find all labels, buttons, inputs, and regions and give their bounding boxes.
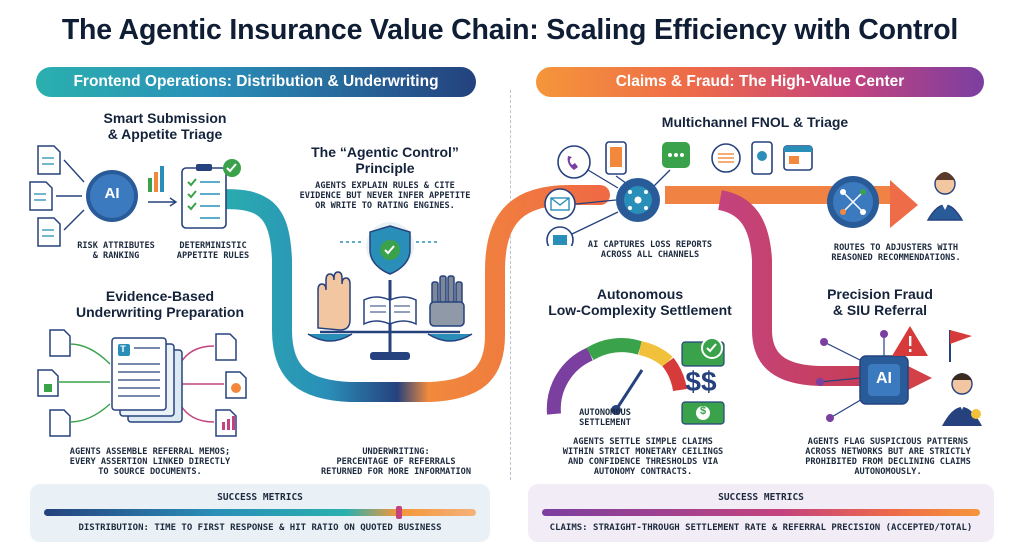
fnol-capture-line2: ACROSS ALL CHANNELS	[600, 250, 700, 260]
money-icon	[681, 337, 725, 425]
mobile-icon	[605, 141, 627, 175]
success-metrics-right-title: SUCCESS METRICS	[718, 492, 804, 503]
deterministic-rules-caption: DETERMINISTIC APPETITE RULES	[168, 241, 258, 261]
smart-submission-heading-line1: Smart Submission	[103, 110, 227, 126]
smart-submission-heading-line2: & Appetite Triage	[107, 126, 223, 142]
checklist-icon	[181, 164, 227, 229]
page-title: The Agentic Insurance Value Chain: Scali…	[61, 14, 959, 46]
ai-chip-icon	[859, 355, 909, 405]
document-icon	[29, 145, 61, 247]
settlement-caption-line1: AGENTS SETTLE SIMPLE CLAIMS	[573, 437, 713, 447]
rules-caption-line2: APPETITE RULES	[176, 251, 250, 261]
fnol-capture-caption: AI CAPTURES LOSS REPORTS ACROSS ALL CHAN…	[575, 240, 725, 260]
fraud-heading: Precision Fraud & SIU Referral	[810, 286, 950, 318]
adjuster-person-icon	[926, 172, 964, 221]
fnol-heading: Multichannel FNOL & Triage	[661, 114, 849, 130]
fnol-illustration	[544, 141, 964, 246]
success-metrics-left-label: DISTRIBUTION: TIME TO FIRST RESPONSE & H…	[78, 523, 442, 533]
settlement-caption-line3: AND CONFIDENCE THRESHOLDS VIA	[567, 457, 719, 467]
underwriting-metric-line2: PERCENTAGE OF REFERRALS	[336, 457, 456, 467]
success-metrics-left-title: SUCCESS METRICS	[217, 492, 303, 503]
agentic-caption-line2: EVIDENCE BUT NEVER INFER APPETITE	[299, 191, 471, 201]
smart-submission-illustration	[29, 145, 241, 247]
evidence-heading-line1: Evidence-Based	[105, 288, 215, 304]
gauge-label-line1: AUTONOMOUS	[579, 408, 631, 418]
agentic-control-illustration	[307, 222, 473, 360]
frontend-operations-banner: Frontend Operations: Distribution & Unde…	[36, 67, 476, 97]
section-divider	[510, 90, 511, 480]
settlement-heading-line1: Autonomous	[596, 286, 684, 302]
ai-badge: AI	[104, 185, 120, 202]
gauge-label-line2: SETTLEMENT	[579, 418, 631, 428]
fnol-capture-line1: AI CAPTURES LOSS REPORTS	[587, 240, 713, 250]
agentic-control-caption: AGENTS EXPLAIN RULES & CITE EVIDENCE BUT…	[290, 181, 480, 211]
agentic-control-heading-line1: The “Agentic Control”	[311, 144, 459, 160]
warning-icon	[892, 326, 928, 356]
settlement-illustration	[546, 337, 725, 425]
fraud-illustration	[816, 326, 982, 426]
success-metrics-left: SUCCESS METRICS DISTRIBUTION: TIME TO FI…	[30, 484, 490, 542]
success-metrics-left-marker	[396, 506, 402, 519]
document-icon	[37, 329, 247, 437]
settlement-heading: Autonomous Low-Complexity Settlement	[540, 286, 740, 318]
settlement-caption-line2: WITHIN STRICT MONETARY CEILINGS	[562, 447, 724, 457]
investigator-icon	[942, 373, 982, 426]
fnol-routes-line1: ROUTES TO ADJUSTERS WITH	[833, 243, 959, 253]
agentic-control-heading-line2: Principle	[355, 160, 415, 176]
fraud-caption: AGENTS FLAG SUSPICIOUS PATTERNS ACROSS N…	[790, 437, 986, 477]
claims-fraud-banner: Claims & Fraud: The High-Value Center	[536, 67, 984, 97]
ribbon-top-arrowhead	[890, 180, 918, 228]
shield-badge-icon	[366, 222, 414, 275]
risk-caption-line2: & RANKING	[92, 251, 140, 261]
fraud-caption-line3: PROHIBITED FROM DECLINING CLAIMS	[805, 457, 971, 467]
risk-caption-line1: RISK ATTRIBUTES	[77, 241, 155, 251]
rules-caption-line1: DETERMINISTIC	[179, 241, 247, 251]
success-metrics-right: SUCCESS METRICS CLAIMS: STRAIGHT-THROUGH…	[528, 484, 994, 542]
chat-icon	[662, 142, 690, 168]
underwriting-metric-caption: UNDERWRITING: PERCENTAGE OF REFERRALS RE…	[306, 447, 486, 477]
evidence-caption-line3: TO SOURCE DOCUMENTS.	[98, 467, 202, 477]
underwriting-metric-line1: UNDERWRITING:	[362, 447, 430, 457]
fraud-heading-line2: & SIU Referral	[832, 302, 928, 318]
doc-badge: T	[120, 344, 126, 354]
bar-chart-icon	[148, 166, 164, 192]
fraud-caption-line1: AGENTS FLAG SUSPICIOUS PATTERNS	[807, 437, 969, 447]
smart-submission-heading: Smart Submission & Appetite Triage	[90, 110, 240, 142]
settlement-caption-line4: AUTONOMY CONTRACTS.	[593, 467, 693, 477]
phone-icon	[557, 145, 591, 179]
gauge-label: AUTONOMOUS SETTLEMENT	[560, 408, 650, 428]
settlement-caption: AGENTS SETTLE SIMPLE CLAIMS WITHIN STRIC…	[548, 437, 738, 477]
agentic-control-heading: The “Agentic Control” Principle	[300, 144, 470, 176]
evidence-caption: AGENTS ASSEMBLE REFERRAL MEMOS; EVERY AS…	[40, 447, 260, 477]
fnol-routes-line2: REASONED RECOMMENDATIONS.	[831, 253, 961, 263]
ribbon-left	[200, 185, 610, 402]
settlement-heading-line2: Low-Complexity Settlement	[548, 302, 732, 318]
raised-hand-icon	[317, 271, 351, 331]
fraud-heading-line1: Precision Fraud	[827, 286, 933, 302]
agentic-caption-line1: AGENTS EXPLAIN RULES & CITE	[315, 181, 455, 191]
fnol-routes-caption: ROUTES TO ADJUSTERS WITH REASONED RECOMM…	[808, 243, 984, 263]
success-metrics-right-label: CLAIMS: STRAIGHT-THROUGH SETTLEMENT RATE…	[549, 523, 973, 533]
robot-hand-icon	[429, 275, 465, 327]
bill-symbol: $	[699, 405, 707, 417]
open-book-icon	[363, 296, 417, 326]
fraud-caption-line4: AUTONOMOUSLY.	[854, 467, 922, 477]
ribbon-lower-right	[717, 190, 900, 386]
success-metrics-right-bar	[542, 509, 980, 516]
money-symbol: $$	[685, 366, 717, 397]
fraud-caption-line2: ACROSS NETWORKS BUT ARE STRICTLY	[805, 447, 971, 457]
gauge-icon	[546, 338, 687, 415]
evidence-caption-line2: EVERY ASSERTION LINKED DIRECTLY	[69, 457, 231, 467]
fraud-ai-badge: AI	[876, 370, 892, 387]
evidence-caption-line1: AGENTS ASSEMBLE REFERRAL MEMOS;	[69, 447, 231, 457]
flag-icon	[949, 330, 972, 362]
risk-attributes-caption: RISK ATTRIBUTES & RANKING	[76, 241, 156, 261]
evidence-underwriting-heading: Evidence-Based Underwriting Preparation	[60, 288, 260, 320]
underwriting-metric-line3: RETURNED FOR MORE INFORMATION	[320, 467, 472, 477]
success-metrics-left-bar	[44, 509, 476, 516]
evidence-illustration	[37, 329, 247, 437]
agentic-caption-line3: OR WRITE TO RATING ENGINES.	[315, 201, 455, 211]
evidence-heading-line2: Underwriting Preparation	[75, 304, 245, 320]
